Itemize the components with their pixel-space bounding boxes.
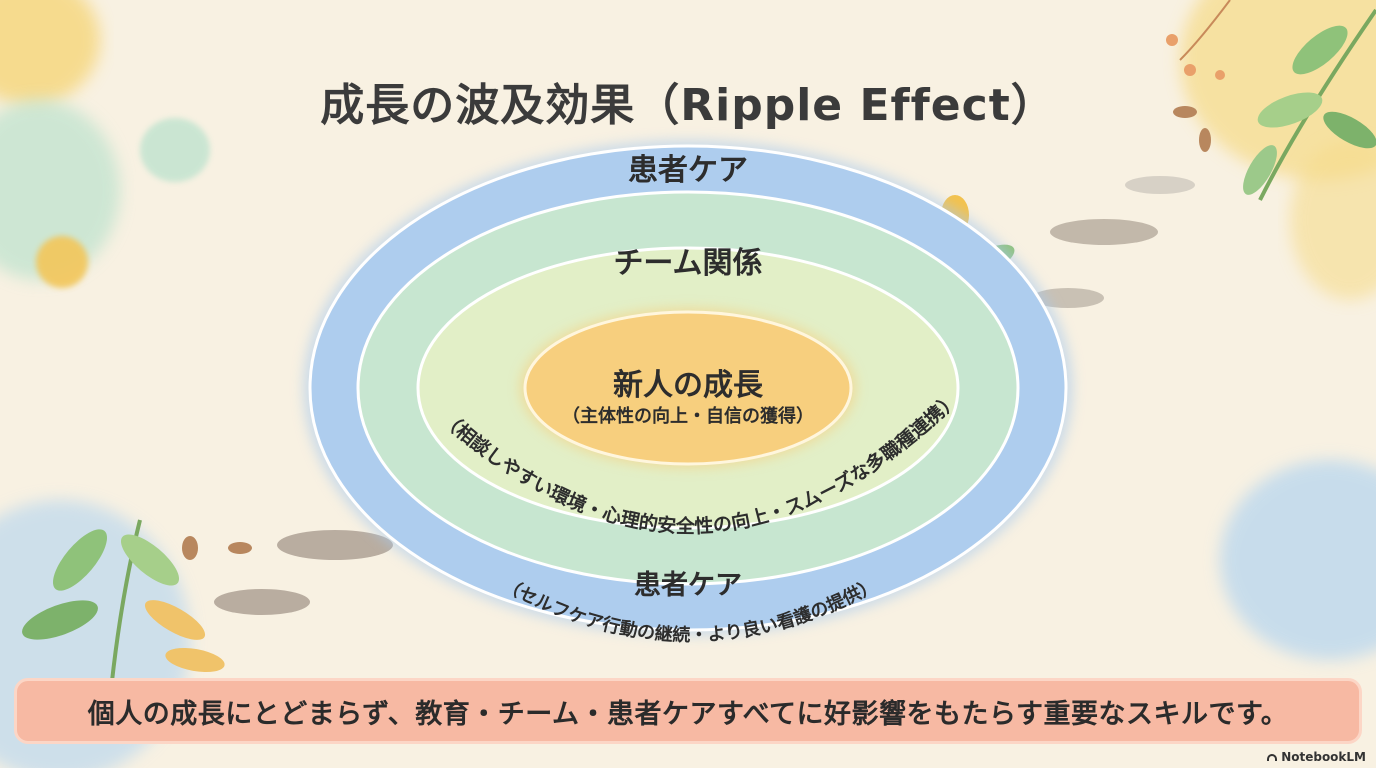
summary-text: 個人の成長にとどまらず、教育・チーム・患者ケアすべてに好影響をもたらす重要なスキ… [87,698,1289,730]
notebooklm-logo-icon [1267,753,1278,761]
stone [277,530,393,560]
outer-ring-label: 患者ケア [628,153,748,188]
stone [214,589,310,615]
yellow-blob [1290,140,1376,300]
leaf-plant-icon [22,519,252,701]
leaf-branch-icon [1166,0,1376,201]
core-detail: （主体性の向上・自信の獲得） [562,406,814,427]
blue-blob [1220,460,1376,660]
stone [1125,176,1195,194]
core-newcomer-growth [523,310,853,466]
yellow-dot [36,236,88,288]
green-blob [0,100,120,280]
middle-ring-label: チーム関係 [613,246,763,281]
brand-watermark: NotebookLM [1267,750,1366,764]
green-dot [140,118,210,182]
stone [1050,219,1158,245]
core-label: 新人の成長 [613,368,763,403]
brand-name: NotebookLM [1281,750,1366,764]
yellow-blob [0,0,100,105]
outer-ring-bottom-label: 患者ケア [634,570,742,601]
summary-banner: 個人の成長にとどまらず、教育・チーム・患者ケアすべてに好影響をもたらす重要なスキ… [14,678,1362,744]
stone [1032,288,1104,308]
page-title: 成長の波及効果（Ripple Effect） [320,80,1056,132]
